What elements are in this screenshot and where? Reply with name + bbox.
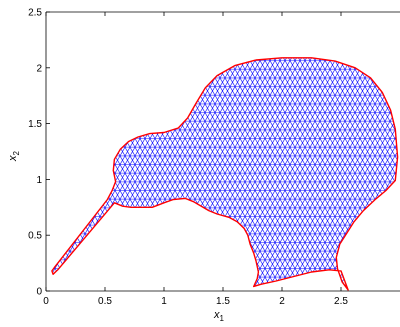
x-tick-label: 0.5 — [98, 296, 112, 307]
x-tick-label: 2.5 — [334, 296, 348, 307]
y-tick-label: 2.5 — [28, 8, 42, 19]
x-tick-label: 2 — [279, 296, 285, 307]
x-axis-label: x1 — [213, 309, 225, 323]
y-tick-label: 1 — [36, 175, 42, 186]
x-tick-label: 1.5 — [216, 296, 230, 307]
x-ticks: 0 0.5 1 1.5 2 2.5 — [43, 12, 348, 307]
y-ticks: 0 0.5 1 1.5 2 2.5 — [28, 8, 50, 298]
x-tick-label: 0 — [43, 296, 49, 307]
mesh-boundary-line — [51, 57, 399, 291]
axes: 0 0.5 1 1.5 2 2.5 0 0.5 1 1.5 2 2.5 — [28, 8, 400, 307]
y-tick-label: 2 — [36, 63, 42, 74]
y-axis-label: x2 — [7, 150, 21, 162]
y-tick-label: 0.5 — [28, 231, 42, 242]
y-tick-label: 1.5 — [28, 119, 42, 130]
x-tick-label: 1 — [161, 296, 167, 307]
y-tick-label: 0 — [36, 287, 42, 298]
